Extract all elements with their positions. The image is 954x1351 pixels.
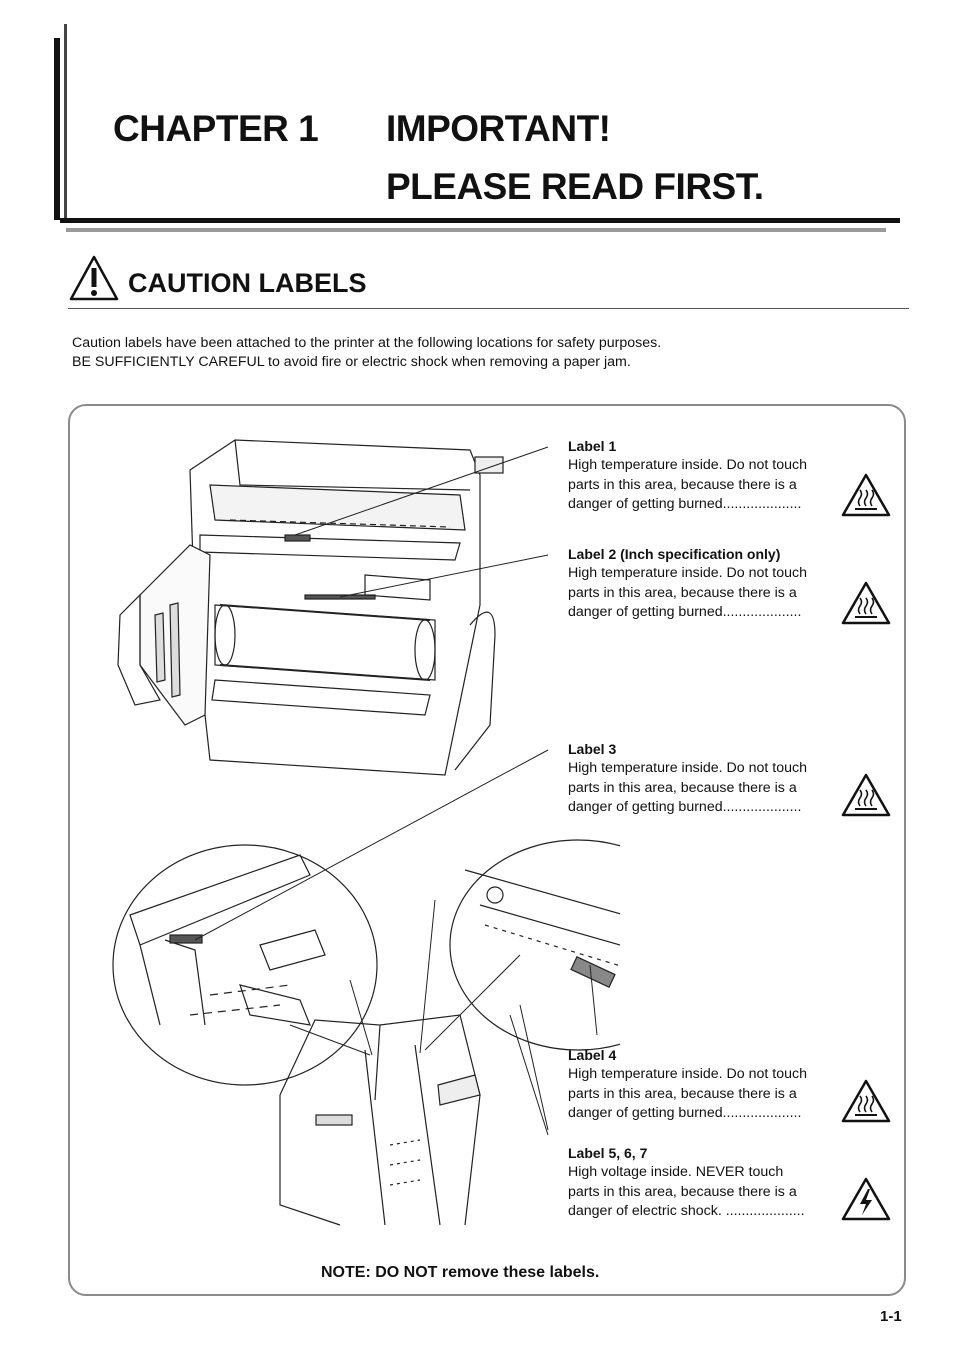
header-rule bbox=[60, 218, 900, 223]
header-left-bar bbox=[54, 38, 60, 220]
label-4-line-1: High temperature inside. Do not touch bbox=[568, 1066, 807, 1082]
magnified-view-right bbox=[449, 839, 620, 1051]
label-3-line-2: parts in this area, because there is a bbox=[568, 779, 797, 796]
label-4-description: High temperature inside. Do not touch pa… bbox=[568, 1065, 848, 1124]
label-1-title: Label 1 bbox=[568, 438, 617, 454]
intro-line-2: BE SUFFICIENTLY CAREFUL to avoid fire or… bbox=[72, 354, 631, 370]
label-2-title: Label 2 (Inch specification only) bbox=[568, 546, 781, 562]
label-4-line-3: danger of getting burned................… bbox=[568, 1105, 802, 1121]
hot-surface-icon bbox=[841, 581, 891, 625]
high-voltage-icon bbox=[841, 1177, 891, 1221]
label-3-title: Label 3 bbox=[568, 741, 617, 757]
section-rule bbox=[68, 308, 909, 309]
chapter-label: CHAPTER 1 bbox=[113, 108, 319, 149]
magnified-view-left bbox=[112, 844, 378, 1086]
label-2-description: High temperature inside. Do not touch pa… bbox=[568, 564, 848, 623]
label-4-title: Label 4 bbox=[568, 1047, 617, 1063]
section-title: CAUTION LABELS bbox=[128, 268, 367, 298]
label-1-description: High temperature inside. Do not touch pa… bbox=[568, 456, 848, 515]
page-number: 1-1 bbox=[880, 1308, 902, 1325]
hot-surface-icon bbox=[841, 473, 891, 517]
note-text: NOTE: DO NOT remove these labels. bbox=[321, 1264, 600, 1281]
chapter-title-line-1: IMPORTANT! bbox=[386, 108, 611, 149]
printer-diagram bbox=[112, 439, 620, 1226]
label-1-line-2: parts in this area, because there is a bbox=[568, 476, 797, 493]
label-2-line-3: danger of getting burned................… bbox=[568, 604, 802, 620]
label-3-line-3: danger of getting burned................… bbox=[568, 799, 802, 815]
header-rule-shadow bbox=[66, 228, 886, 232]
label-5-6-7-line-1: High voltage inside. NEVER touch bbox=[568, 1164, 784, 1180]
caution-triangle-icon bbox=[69, 255, 119, 301]
leader-lines bbox=[194, 446, 598, 1136]
label-4-line-2: parts in this area, because there is a bbox=[568, 1085, 797, 1102]
label-5-6-7-description: High voltage inside. NEVER touch parts i… bbox=[568, 1163, 848, 1222]
label-1-line-1: High temperature inside. Do not touch bbox=[568, 457, 807, 473]
label-2-line-1: High temperature inside. Do not touch bbox=[568, 565, 807, 581]
printer-front-view bbox=[117, 439, 504, 776]
label-5-6-7-line-3: danger of electric shock. ..............… bbox=[568, 1203, 805, 1219]
hot-surface-icon bbox=[841, 773, 891, 817]
label-3-description: High temperature inside. Do not touch pa… bbox=[568, 759, 848, 818]
label-5-6-7-line-2: parts in this area, because there is a bbox=[568, 1183, 797, 1200]
figure-frame bbox=[68, 404, 906, 1296]
label-2-line-2: parts in this area, because there is a bbox=[568, 584, 797, 601]
label-1-line-3: danger of getting burned................… bbox=[568, 496, 802, 512]
label-3-line-1: High temperature inside. Do not touch bbox=[568, 760, 807, 776]
label-5-6-7-title: Label 5, 6, 7 bbox=[568, 1145, 648, 1161]
printer-open-view bbox=[279, 1014, 481, 1226]
chapter-title-line-2: PLEASE READ FIRST. bbox=[386, 166, 764, 207]
hot-surface-icon bbox=[841, 1079, 891, 1123]
intro-line-1: Caution labels have been attached to the… bbox=[72, 335, 662, 351]
header-left-bar-thin bbox=[64, 24, 67, 220]
